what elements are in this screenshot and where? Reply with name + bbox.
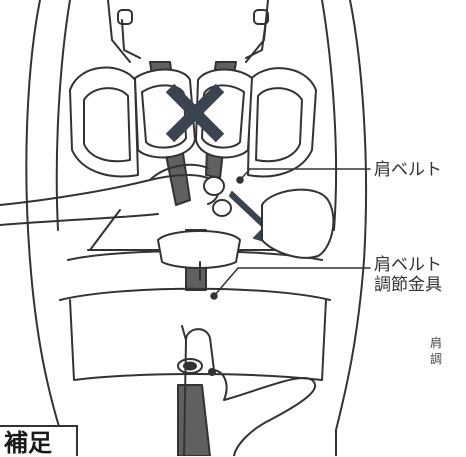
left-hand: [0, 163, 232, 226]
adjuster-label: 肩ベルト 調節金具: [374, 255, 442, 295]
harness-hooks: [117, 9, 269, 59]
buckle-pad: [157, 230, 241, 281]
x-mark-icon: [165, 83, 225, 143]
right-hand: [181, 325, 317, 456]
clipped-label-line2: 調: [430, 352, 443, 366]
adjuster-button: [177, 358, 216, 376]
side-pads: [69, 66, 317, 178]
clipped-label: 肩 調: [430, 335, 442, 367]
shoulder-belt-label: 肩ベルト: [374, 160, 442, 180]
supplement-label: 補足: [4, 429, 52, 457]
callout-leaders: [210, 168, 371, 300]
adjuster-label-line2: 調節金具: [374, 275, 442, 295]
clipped-label-line1: 肩: [430, 336, 443, 350]
pulled-pad: [261, 188, 335, 259]
adjuster-label-line1: 肩ベルト: [374, 255, 442, 275]
supplement-tag: 補足: [0, 425, 78, 457]
